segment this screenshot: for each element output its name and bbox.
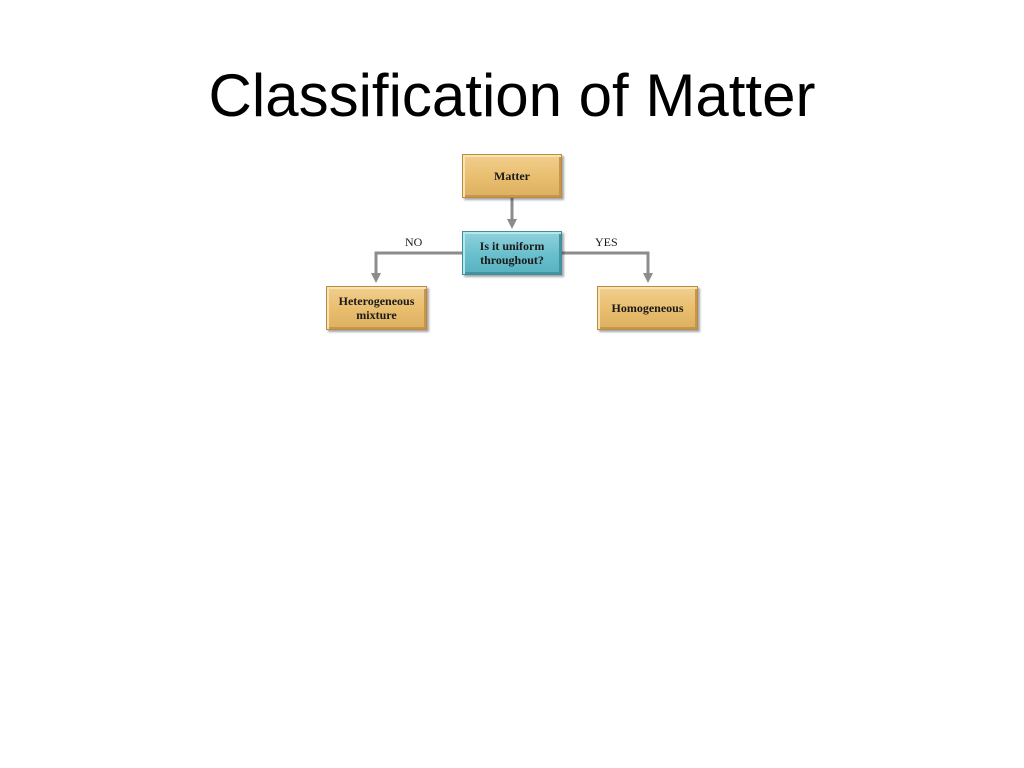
branch-label-yes: YES	[595, 235, 618, 249]
connector-no-branch	[371, 251, 462, 283]
node-matter: Matter	[462, 154, 562, 198]
branch-label-no: NO	[405, 235, 423, 249]
connector-yes-branch	[562, 251, 653, 283]
slide-title: Classification of Matter	[208, 62, 816, 129]
node-homogeneous: Homogeneous	[597, 286, 698, 330]
node-heterogeneous-mixture: Heterogeneous mixture	[326, 286, 427, 330]
node-uniform-question: Is it uniform throughout?	[462, 231, 562, 275]
